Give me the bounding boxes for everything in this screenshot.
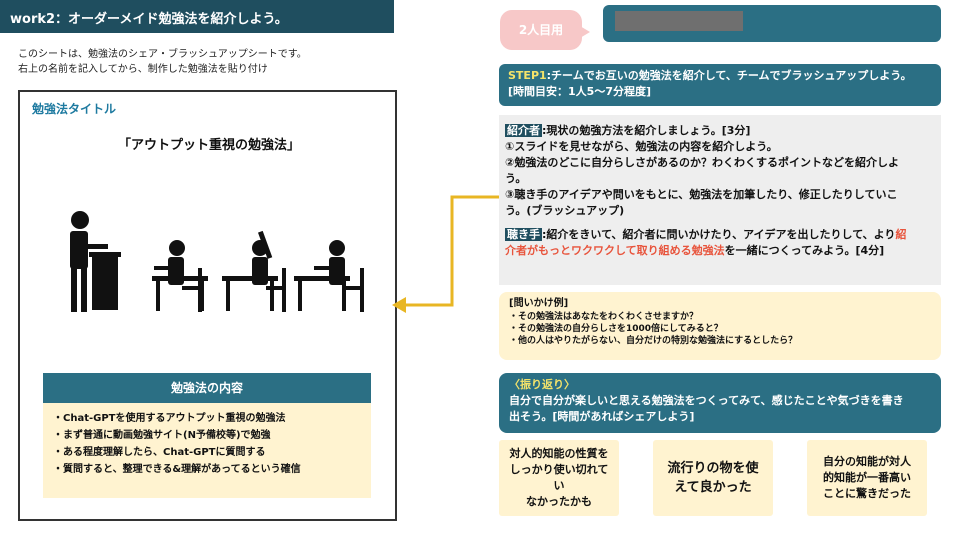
method-title: 「アウトプット重視の勉強法」 <box>118 138 301 153</box>
reflection-box: 〈振り返り〉 自分で自分が楽しいと思える勉強法をつくってみて、感じたことや気づき… <box>499 373 941 433</box>
second-person-tag: 2人目用 <box>500 10 582 50</box>
intro-line-2: 右上の名前を記入してから、制作した勉強法を貼り付け <box>18 64 268 75</box>
presenter-line: :現状の勉強方法を紹介しましょう。[3分] <box>542 124 751 137</box>
method-content-list: ・Chat-GPTを使用するアウトプット重視の勉強法 ・まず普通に動画勉強サイト… <box>43 403 371 498</box>
list-item: ・質問すると、整理できる&理解があってるという確信 <box>53 464 301 475</box>
listener-line-end: を一緒につくってみよう。[4分] <box>724 244 885 257</box>
listener-line: :紹介をきいて、紹介者に問いかけたり、アイデアを出したりして、より <box>542 228 896 241</box>
list-item: ・ある程度理解したら、Chat-GPTに質問する <box>53 447 266 458</box>
presenter-step-3: ③聴き手のアイデアや問いをもとに、勉強法を加筆したり、修正したりしていこ <box>505 188 898 201</box>
reflection-title: 〈振り返り〉 <box>509 378 575 391</box>
step1-instructions: STEP1:チームでお互いの勉強法を紹介して、チームでブラッシュアップしよう。 … <box>499 64 941 106</box>
classroom-illustration <box>70 211 364 312</box>
sticky-note[interactable]: 流行りの物を使 えて良かった <box>653 440 773 516</box>
listener-badge: 聴き手 <box>505 228 542 241</box>
list-item: ・その勉強法の自分らしさを1000倍にしてみると？ <box>509 324 723 334</box>
tag-pointer <box>580 26 590 38</box>
sticky-note[interactable]: 対人的知能の性質を しっかり使い切れてい なかったかも <box>499 440 619 516</box>
role-instructions: 紹介者:現状の勉強方法を紹介しましょう。[3分] ①スライドを見せながら、勉強法… <box>499 115 941 285</box>
sticky-note[interactable]: 自分の知能が対人 的知能が一番高い ことに驚きだった <box>807 440 927 516</box>
method-title-label: 勉強法タイトル <box>32 102 117 116</box>
presenter-badge: 紹介者 <box>505 124 542 137</box>
step1-text: :チームでお互いの勉強法を紹介して、チームでブラッシュアップしよう。 <box>546 69 912 82</box>
listener-highlight: 紹 <box>895 228 907 241</box>
name-field[interactable] <box>615 11 743 31</box>
list-item: ・Chat-GPTを使用するアウトプット重視の勉強法 <box>53 413 286 424</box>
presenter-step-1: ①スライドを見せながら、勉強法の内容を紹介しよう。 <box>505 140 778 153</box>
worksheet-title: work2：オーダーメイド勉強法を紹介しよう。 <box>0 0 394 33</box>
intro-line-1: このシートは、勉強法のシェア・ブラッシュアップシートです。 <box>18 49 307 60</box>
presenter-step-2-cont: う。 <box>505 172 527 185</box>
question-examples-title: [問いかけ例] <box>509 298 569 309</box>
question-examples: [問いかけ例] ・その勉強法はあなたをわくわくさせますか？ ・その勉強法の自分ら… <box>499 292 941 360</box>
list-item: ・他の人はやりたがらない、自分だけの特別な勉強法にするとしたら？ <box>509 336 798 346</box>
listener-highlight-cont: 介者がもっとワクワクして取り組める勉強法 <box>505 244 725 257</box>
arrow-left-icon <box>392 195 508 313</box>
list-item: ・その勉強法はあなたをわくわくさせますか？ <box>509 312 699 322</box>
step1-time: [時間目安：1人5〜7分程度] <box>508 85 652 98</box>
method-content-heading: 勉強法の内容 <box>43 373 371 403</box>
reflection-line-2: 出そう。[時間があればシェアしよう] <box>509 410 695 423</box>
presenter-step-2: ②勉強法のどこに自分らしさがあるのか？わくわくするポイントなどを紹介しよ <box>505 156 899 169</box>
list-item: ・まず普通に動画勉強サイト(N予備校等)で勉強 <box>53 430 271 441</box>
step1-label: STEP1 <box>508 69 547 82</box>
presenter-step-3-cont: う。(ブラッシュアップ) <box>505 204 625 217</box>
reflection-line-1: 自分で自分が楽しいと思える勉強法をつくってみて、感じたことや気づきを書き <box>509 394 904 407</box>
